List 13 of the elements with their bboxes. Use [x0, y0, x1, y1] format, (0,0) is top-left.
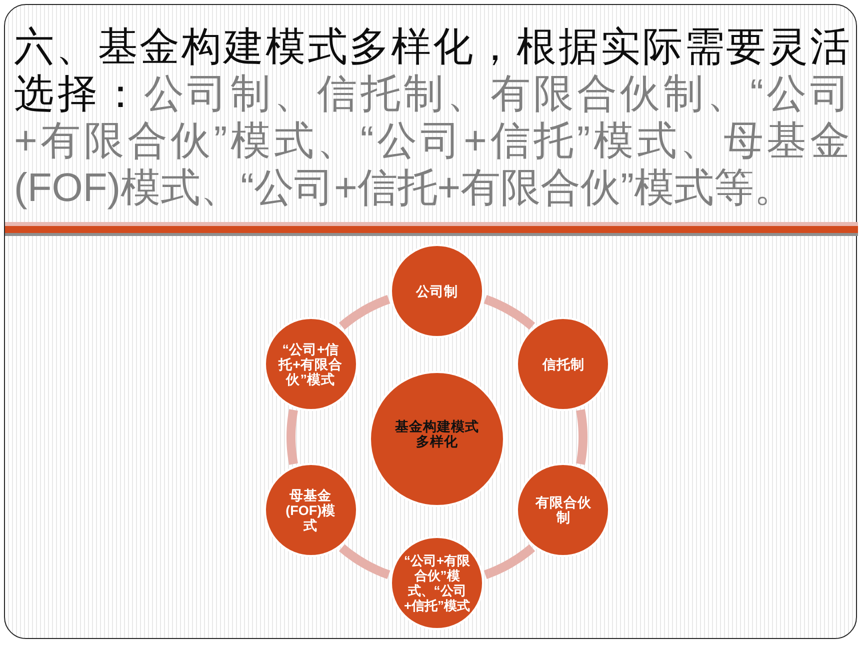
node-label: “公司+有限合伙”模式、“公司+信托”模式: [402, 553, 472, 613]
ring-arc: [482, 294, 536, 330]
node-label: 母基金(FOF)模式: [284, 488, 337, 532]
node-label: 基金构建模式多样化: [394, 419, 480, 449]
heading-text: 六、基金构建模式多样化，根据实际需要灵活选择：公司制、信托制、有限合伙制、“公司+有限合伙”模式、“公司+信托”模式、母基金(FOF)模式、“公司+信托+有限合伙”模式等。: [14, 24, 850, 212]
ring-arc: [338, 294, 392, 330]
ring-arc: [576, 408, 588, 466]
ring-arc: [482, 544, 536, 580]
node-label: 有限合伙制: [534, 495, 592, 525]
node-label: 公司制: [414, 284, 459, 298]
node-label: “公司+信托+有限合伙”模式: [278, 342, 343, 386]
ring-arc: [286, 408, 298, 466]
node-label: 信托制: [541, 356, 586, 372]
